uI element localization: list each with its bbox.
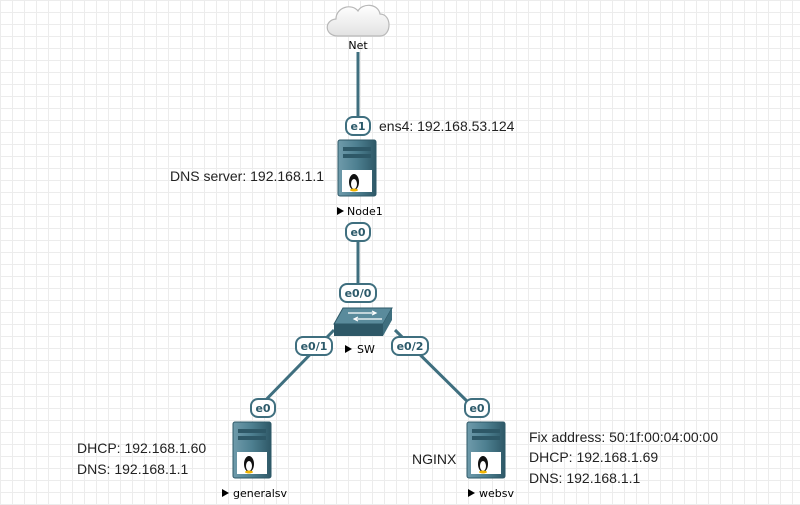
- note-nginx[interactable]: NGINX: [412, 451, 457, 467]
- notes: ens4: 192.168.53.124 DNS server: 192.168…: [77, 118, 718, 486]
- node-generalsv[interactable]: generalsv: [222, 421, 288, 500]
- note-generalsv-dhcp[interactable]: DHCP: 192.168.1.60: [77, 440, 206, 456]
- switch-icon: [333, 307, 393, 325]
- drive-bay-icon: [472, 429, 500, 433]
- svg-text:e0/2: e0/2: [397, 340, 424, 353]
- port-sw-e0-1[interactable]: e0/1: [295, 336, 333, 356]
- drive-bay-icon: [472, 436, 500, 440]
- note-websv-dhcp[interactable]: DHCP: 192.168.1.69: [529, 449, 658, 465]
- drive-bay-icon: [238, 429, 266, 433]
- port-sw-e0-0[interactable]: e0/0: [339, 283, 377, 303]
- switch-arrows-icon: [348, 310, 382, 322]
- port-sw-e0-2[interactable]: e0/2: [391, 336, 429, 356]
- drive-bay-icon: [343, 154, 371, 158]
- start-arrow-icon[interactable]: [345, 345, 352, 353]
- start-arrow-icon[interactable]: [337, 207, 344, 215]
- node-label-websv: websv: [479, 487, 514, 500]
- cloud-icon: [326, 4, 390, 37]
- note-generalsv-dns[interactable]: DNS: 192.168.1.1: [77, 461, 189, 477]
- node-node1[interactable]: Node1: [337, 139, 383, 218]
- node-label-node1: Node1: [347, 205, 383, 218]
- port-generalsv-e0[interactable]: e0: [250, 398, 276, 418]
- note-ens4[interactable]: ens4: 192.168.53.124: [379, 118, 515, 134]
- node-sw[interactable]: SW: [333, 307, 393, 356]
- svg-text:e0: e0: [469, 402, 484, 415]
- svg-text:e0/1: e0/1: [301, 340, 328, 353]
- svg-text:e0: e0: [255, 402, 270, 415]
- drive-bay-icon: [343, 147, 371, 151]
- note-dns-server[interactable]: DNS server: 192.168.1.1: [170, 168, 324, 184]
- node-websv[interactable]: websv: [466, 421, 514, 500]
- svg-text:e1: e1: [350, 120, 365, 133]
- svg-text:e0/0: e0/0: [345, 287, 372, 300]
- node-label-net: Net: [348, 39, 368, 52]
- port-labels: e1 e0 e0/0 e0/1 e0/2 e0 e0: [250, 116, 490, 418]
- port-node1-e1[interactable]: e1: [345, 116, 371, 136]
- port-websv-e0[interactable]: e0: [464, 398, 490, 418]
- start-arrow-icon[interactable]: [468, 489, 475, 497]
- svg-text:e0: e0: [350, 226, 365, 239]
- node-label-generalsv: generalsv: [233, 487, 288, 500]
- port-node1-e0[interactable]: e0: [345, 222, 371, 242]
- note-websv-fix[interactable]: Fix address: 50:1f:00:04:00:00: [529, 429, 718, 445]
- node-label-sw: SW: [357, 343, 375, 356]
- node-net[interactable]: Net: [326, 4, 390, 52]
- note-websv-dns[interactable]: DNS: 192.168.1.1: [529, 470, 641, 486]
- start-arrow-icon[interactable]: [222, 489, 229, 497]
- drive-bay-icon: [238, 436, 266, 440]
